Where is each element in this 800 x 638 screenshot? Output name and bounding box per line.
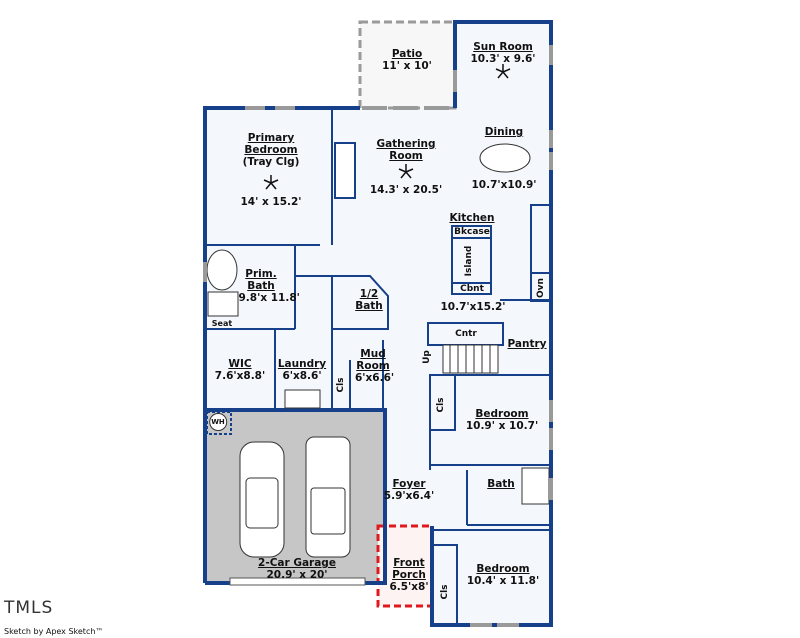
water-heater-label: WH (209, 413, 227, 431)
washer-dryer (284, 389, 321, 409)
room-name: Front Porch (392, 557, 426, 581)
room-label: Primary Bedroom(Tray Clg) (231, 132, 311, 168)
room-dimensions: 14.3' x 20.5' (369, 184, 443, 196)
closet-label: Cls (436, 397, 446, 413)
room-dimensions: 9.8'x 11.8' (238, 292, 300, 304)
car-icon (239, 436, 351, 558)
room-name: Bedroom (476, 563, 530, 575)
room-dimensions: 14' x 15.2' (240, 196, 302, 208)
ceiling-fan-icon (263, 64, 511, 190)
room-dimensions: 10.7'x10.9' (471, 179, 537, 191)
room-dimensions: 10.4' x 11.8' (466, 575, 540, 587)
room-dimensions: 7.6'x8.8' (214, 370, 266, 382)
stairs (442, 344, 499, 374)
room-dimensions: 6'x8.6' (282, 370, 322, 382)
room-dimensions: 6'x6.6' (355, 372, 395, 384)
room-name: Prim. Bath (245, 268, 277, 292)
island-label: Island (464, 245, 474, 277)
room-name: Bedroom (475, 408, 529, 420)
room-name: Mud Room (356, 348, 390, 372)
cabinet-label: Cbnt (460, 284, 484, 294)
room-name: WIC (228, 358, 252, 370)
room-name: Dining (484, 126, 524, 138)
room-note: (Tray Clg) (242, 156, 300, 168)
interior-walls (205, 108, 552, 626)
dining-table (479, 143, 531, 173)
bathtub (206, 249, 238, 291)
garage-floor (205, 410, 385, 583)
fireplace (334, 142, 356, 199)
stairs-up-label: Up (422, 350, 432, 364)
oven-label: Ovn (536, 278, 546, 298)
closet-label: Cls (336, 377, 346, 393)
shower (521, 467, 550, 505)
bookcase-label: Bkcase (454, 227, 490, 237)
garage-door (229, 577, 366, 586)
room-name: Sun Room (473, 41, 533, 53)
room-dimensions: 11' x 10' (382, 60, 432, 72)
shower (207, 291, 239, 317)
windows (203, 45, 553, 627)
room-label: Kitchen (449, 212, 494, 224)
room-name: Pantry (507, 338, 547, 350)
room-name: Kitchen (449, 212, 495, 224)
room-label: Bath (487, 478, 515, 490)
room-dimensions: 10.7'x15.2' (440, 301, 506, 313)
mls-logo: TMLS (4, 598, 54, 618)
room-name: 1/2 Bath (355, 288, 383, 312)
room-dimensions: 10.3' x 9.6' (470, 53, 536, 65)
room-label: 1/2 Bath (354, 288, 384, 312)
room-dimensions: 20.9' x 20' (266, 569, 328, 581)
room-name: Foyer (392, 478, 426, 490)
room-label: Dining (485, 126, 523, 138)
room-name: 2-Car Garage (258, 557, 336, 569)
room-dimensions: 10.9' x 10.7' (465, 420, 539, 432)
room-name: Gathering Room (376, 138, 436, 162)
closet-label: Cls (440, 584, 450, 600)
room-name: Patio (391, 48, 423, 60)
room-name: Laundry (277, 358, 327, 370)
room-name: Primary Bedroom (244, 132, 298, 156)
room-label: Pantry (507, 338, 546, 350)
seat-label: Seat (211, 319, 233, 328)
sketch-credit: Sketch by Apex Sketch™ (4, 627, 104, 636)
room-label: Gathering Room (371, 138, 441, 162)
room-dimensions: 5.9'x6.4' (383, 490, 435, 502)
room-name: Bath (487, 478, 515, 490)
counter-label: Cntr (455, 329, 477, 339)
room-dimensions: 6.5'x8' (389, 581, 429, 593)
